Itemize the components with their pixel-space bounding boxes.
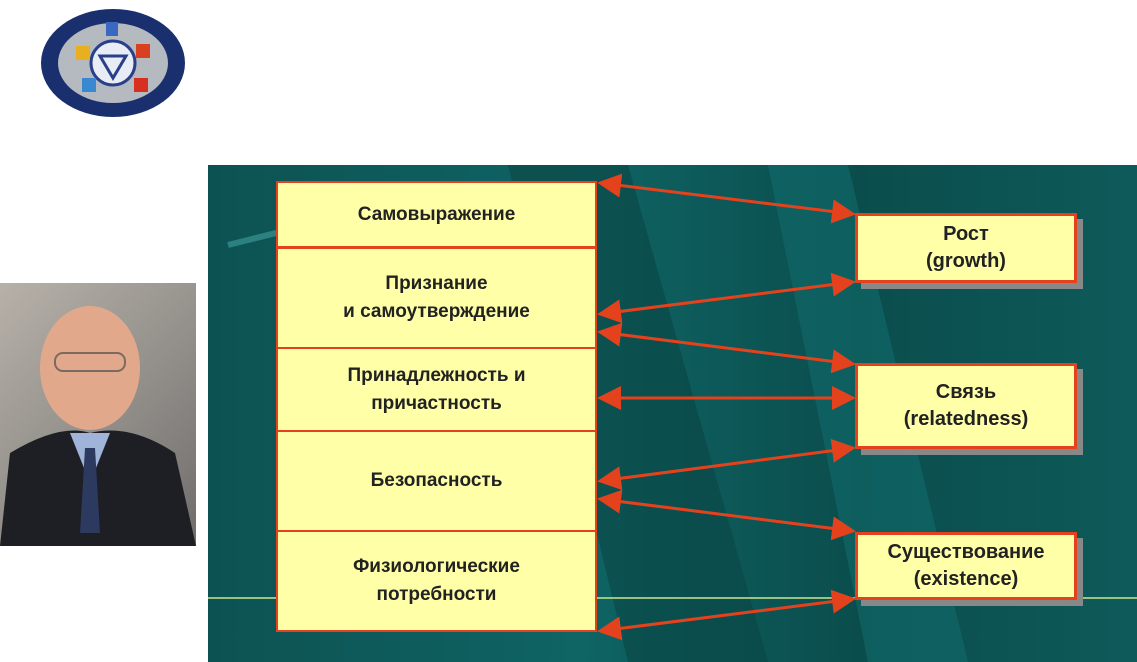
group-relatedness: Связь (relatedness): [855, 363, 1077, 449]
arrow: [597, 589, 856, 641]
group-growth: Рост (growth): [855, 213, 1077, 283]
arrow: [597, 322, 856, 374]
level-self-actualization: Самовыражение: [276, 181, 597, 248]
level-belonging: Принадлежность и причастность: [276, 347, 597, 432]
group-existence: Существование (existence): [855, 532, 1077, 600]
arrow: [597, 272, 856, 324]
portrait-photo: [0, 283, 196, 546]
arrows: [597, 173, 856, 641]
level-safety: Безопасность: [276, 430, 597, 532]
arrow: [597, 489, 856, 541]
arrow: [597, 173, 856, 224]
college-logo: [40, 8, 186, 118]
level-physiological: Физиологические потребности: [276, 530, 597, 632]
erg-diagram: Самовыражение Признание и самоутверждени…: [208, 165, 1137, 662]
arrow: [597, 438, 856, 491]
